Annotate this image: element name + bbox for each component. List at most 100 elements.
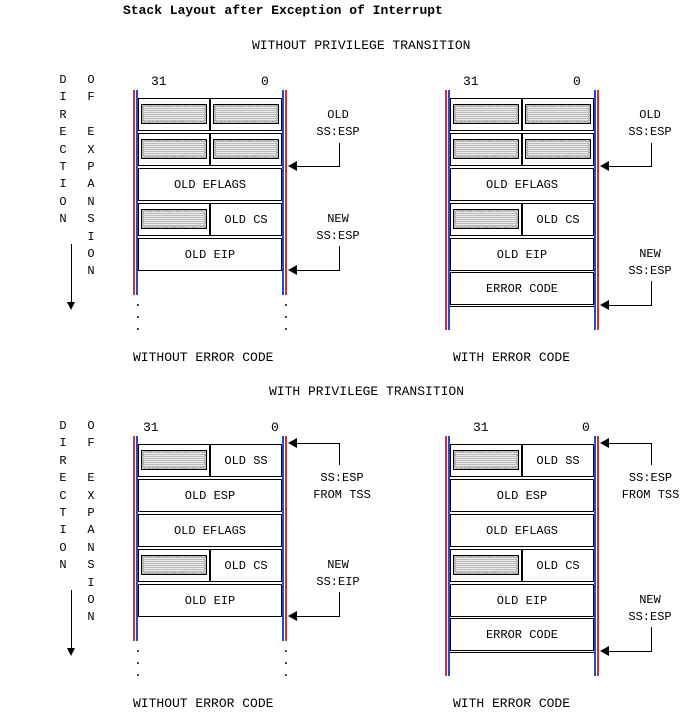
arrow-left-icon <box>288 265 297 275</box>
arrow-left-icon <box>288 438 297 448</box>
page-title: Stack Layout after Exception of Interrup… <box>123 3 443 18</box>
arrow-left-icon <box>600 300 609 310</box>
reserved-shading <box>141 139 207 159</box>
stack-rail-left-inner <box>448 436 450 676</box>
continuation-dots: ... <box>134 295 142 334</box>
stack-row-eip: OLD EIP <box>450 584 594 617</box>
direction-letter: O <box>59 194 67 209</box>
reserved-shading <box>525 104 591 124</box>
bit-low-label: 0 <box>271 420 279 435</box>
section-heading-with-privilege: WITH PRIVILEGE TRANSITION <box>269 384 465 399</box>
pointer-line <box>651 627 652 651</box>
stack-rail-right-inner <box>594 90 596 330</box>
reserved-shading <box>453 450 519 470</box>
stack-rail-right <box>285 436 287 641</box>
reserved-shading <box>453 209 519 229</box>
continuation-dots: ... <box>282 641 290 680</box>
bit-low-label: 0 <box>582 420 590 435</box>
stack-rail-left <box>445 90 447 330</box>
stack-rail-left-inner <box>136 436 138 641</box>
diagram-caption: WITH ERROR CODE <box>453 350 571 365</box>
reserved-shading <box>453 139 519 159</box>
direction-letter: N <box>59 212 67 227</box>
stack-rail-left <box>133 436 135 641</box>
continuation-dots: ... <box>282 295 290 334</box>
stack-row-cs: OLD CS <box>210 549 282 582</box>
stack-row-eip: OLD EIP <box>450 238 594 271</box>
stack-row-eflags: OLD EFLAGS <box>450 168 594 201</box>
reserved-shading <box>453 104 519 124</box>
arrow-left-icon <box>288 161 297 171</box>
diagram-caption: WITH ERROR CODE <box>453 696 571 711</box>
bit-high-label: 31 <box>151 74 167 89</box>
reserved-shading <box>525 139 591 159</box>
bit-low-label: 0 <box>261 74 269 89</box>
direction-arrow-head-icon <box>67 648 75 656</box>
pointer-line <box>296 270 340 271</box>
stack-row-ss: OLD SS <box>210 444 282 477</box>
direction-letter: I <box>59 90 67 105</box>
bit-high-label: 31 <box>143 420 159 435</box>
stack-rail-right-inner <box>282 90 284 295</box>
direction-letter: I <box>59 177 67 192</box>
reserved-shading <box>141 209 207 229</box>
pointer-line <box>608 305 652 306</box>
pointer-line <box>651 143 652 167</box>
stack-rail-left <box>133 90 135 295</box>
pointer-line <box>651 443 652 465</box>
stack-row-eflags: OLD EFLAGS <box>138 168 282 201</box>
continuation-dots: ... <box>134 641 142 680</box>
direction-letter: C <box>59 142 67 157</box>
stack-row-error-code: ERROR CODE <box>450 618 594 651</box>
bit-high-label: 31 <box>463 74 479 89</box>
stack-row-ss: OLD SS <box>522 444 594 477</box>
stack-row-eflags: OLD EFLAGS <box>450 514 594 547</box>
pointer-line <box>608 166 652 167</box>
pointer-line <box>339 443 340 465</box>
pointer-line <box>339 246 340 270</box>
pointer-line <box>339 592 340 616</box>
pointer-line <box>296 166 340 167</box>
stack-rail-right <box>285 90 287 295</box>
arrow-left-icon <box>600 161 609 171</box>
stack-rail-right-inner <box>282 436 284 641</box>
stack-row-cs: OLD CS <box>522 203 594 236</box>
direction-letter: T <box>59 159 67 174</box>
stack-row-eip: OLD EIP <box>138 584 282 617</box>
arrow-left-icon <box>600 438 609 448</box>
diagram-caption: WITHOUT ERROR CODE <box>133 696 274 711</box>
stack-rail-right <box>597 436 599 676</box>
stack-row-error-code: ERROR CODE <box>450 272 594 305</box>
direction-letter: R <box>59 107 67 122</box>
pointer-line <box>339 143 340 167</box>
stack-row-eip: OLD EIP <box>138 238 282 271</box>
stack-rail-right <box>597 90 599 330</box>
direction-arrow-shaft <box>71 244 72 302</box>
pointer-line <box>608 651 652 652</box>
stack-divider <box>450 652 594 653</box>
section-heading-without-privilege: WITHOUT PRIVILEGE TRANSITION <box>252 38 471 53</box>
pointer-line <box>651 281 652 305</box>
diagram-caption: WITHOUT ERROR CODE <box>133 350 274 365</box>
reserved-shading <box>213 139 279 159</box>
direction-letter: D <box>59 73 67 87</box>
reserved-shading <box>141 450 207 470</box>
stack-rail-right-inner <box>594 436 596 676</box>
pointer-line <box>296 616 340 617</box>
stack-rail-left-inner <box>448 90 450 330</box>
stack-row-esp: OLD ESP <box>450 479 594 512</box>
stack-row-eflags: OLD EFLAGS <box>138 514 282 547</box>
bit-low-label: 0 <box>573 74 581 89</box>
stack-row-esp: OLD ESP <box>138 479 282 512</box>
stack-rail-left-inner <box>136 90 138 295</box>
